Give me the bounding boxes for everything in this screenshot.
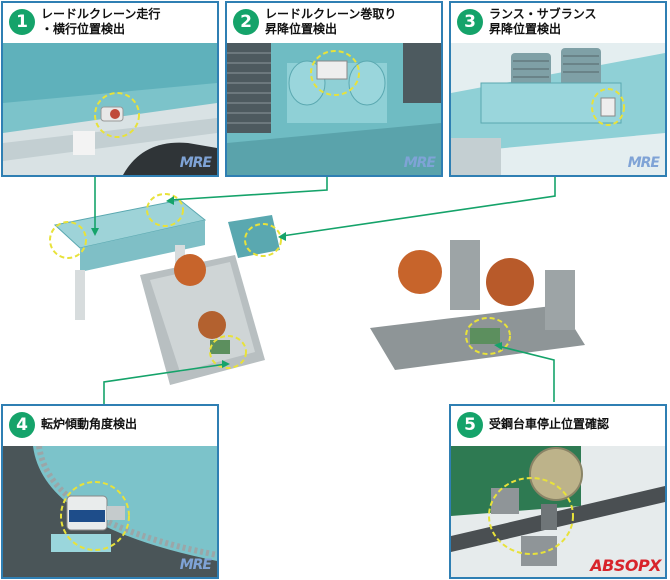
car-stop-illustration <box>451 446 665 577</box>
panel-lance-hoist: 3 ランス・サブランス 昇降位置検出 MRE <box>449 1 667 177</box>
panel-rail-crane-travel: 1 レードルクレーン走行 ・横行位置検出 MRE <box>1 1 219 177</box>
panel-header: 1 レードルクレーン走行 ・横行位置検出 <box>3 3 217 43</box>
scene-lance-hoist: MRE <box>451 43 665 175</box>
crane-travel-illustration <box>3 43 217 175</box>
panel-header: 3 ランス・サブランス 昇降位置検出 <box>451 3 665 43</box>
scene-converter-tilt: MRE <box>3 446 217 577</box>
lance-platform <box>228 215 280 258</box>
detection-highlight-circle <box>60 481 130 551</box>
lance-hoist-illustration <box>451 43 665 175</box>
connector-4 <box>103 363 227 404</box>
connector-lines <box>94 177 556 404</box>
highlight-converter <box>209 335 247 369</box>
detection-highlight-circle <box>310 50 360 96</box>
scene-crane-hoist: MRE <box>227 43 441 175</box>
connector-5 <box>497 345 555 402</box>
highlight-car-stop <box>465 317 511 355</box>
panel-header: 5 受鋼台車停止位置確認 <box>451 406 665 446</box>
mre-mark: MRE <box>179 155 212 171</box>
connector-3 <box>281 177 556 237</box>
converter-tilt-illustration <box>3 446 217 577</box>
panel-converter-tilt: 4 転炉傾動角度検出 MRE <box>1 404 219 579</box>
highlight-crane-hoist <box>146 193 184 227</box>
scene-car-stop: ABSOPX <box>451 446 665 577</box>
detection-highlight-circle <box>488 477 574 555</box>
mre-mark: MRE <box>627 155 660 171</box>
connector-2 <box>169 177 328 201</box>
panel-car-stop: 5 受鋼台車停止位置確認 ABSOPX <box>449 404 667 579</box>
step-number-badge: 5 <box>457 412 483 438</box>
absopx-logo: ABSOPX <box>590 556 661 575</box>
highlight-crane-travel <box>49 221 87 259</box>
mre-mark: MRE <box>403 155 436 171</box>
crane-hoist-illustration <box>227 43 441 175</box>
scene-crane-travel: MRE <box>3 43 217 175</box>
panel-header: 4 転炉傾動角度検出 <box>3 406 217 446</box>
panel-title: レードルクレーン走行 ・横行位置検出 <box>41 7 161 36</box>
step-number-badge: 2 <box>233 9 259 35</box>
panel-title: レードルクレーン巻取り 昇降位置検出 <box>265 7 397 36</box>
step-number-badge: 4 <box>9 412 35 438</box>
step-number-badge: 3 <box>457 9 483 35</box>
highlight-lance <box>244 223 282 257</box>
panel-crane-hoist: 2 レードルクレーン巻取り 昇降位置検出 MRE <box>225 1 443 177</box>
panel-title: 受鋼台車停止位置確認 <box>489 417 610 431</box>
panel-title: ランス・サブランス 昇降位置検出 <box>489 7 597 36</box>
panel-header: 2 レードルクレーン巻取り 昇降位置検出 <box>227 3 441 43</box>
step-number-badge: 1 <box>9 9 35 35</box>
mre-mark: MRE <box>179 557 212 573</box>
panel-title: 転炉傾動角度検出 <box>41 417 138 431</box>
detection-highlight-circle <box>591 88 625 126</box>
detection-highlight-circle <box>94 92 140 138</box>
